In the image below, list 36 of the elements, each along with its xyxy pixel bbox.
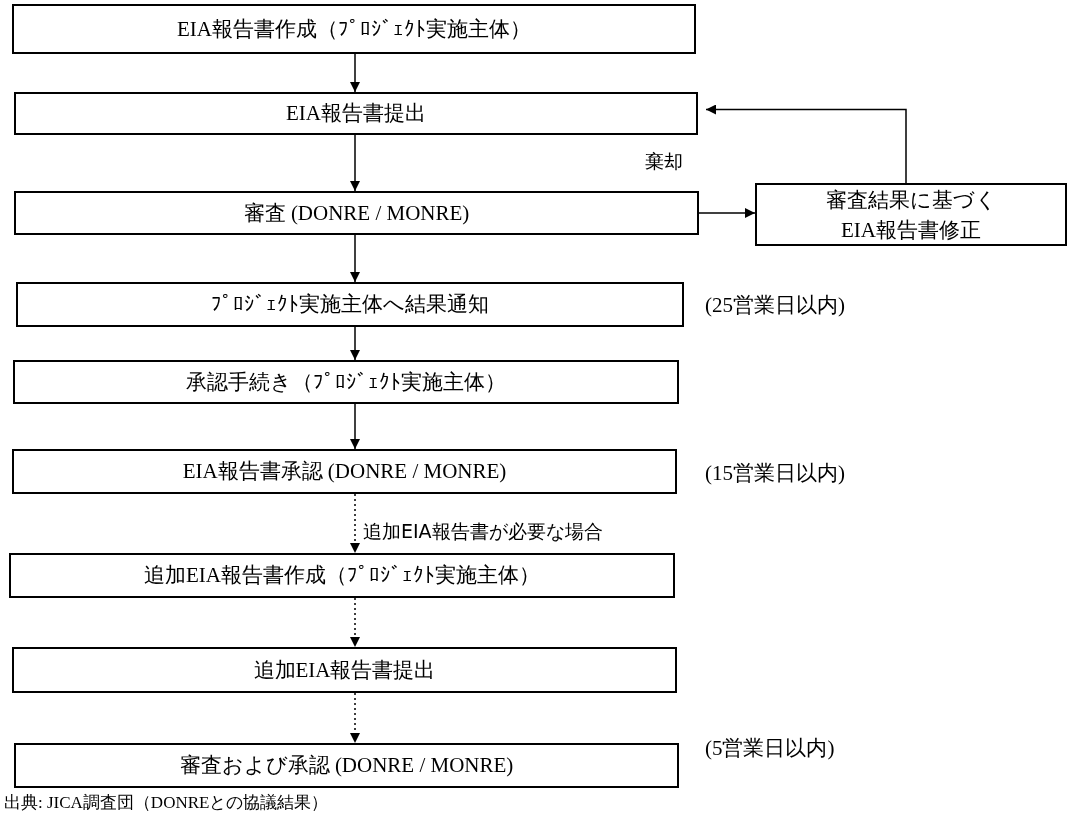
edge-label: 棄却 — [645, 150, 683, 174]
box-text: 審査および承認 (DONRE / MONRE) — [179, 752, 514, 779]
process-box — [14, 743, 679, 788]
edge-label: 追加EIA報告書が必要な場合 — [363, 520, 603, 544]
process-box — [12, 647, 677, 693]
box-text: 承認手続き（ﾌﾟﾛｼﾞｪｸﾄ実施主体） — [186, 368, 506, 396]
box-text: 追加EIA報告書作成（ﾌﾟﾛｼﾞｪｸﾄ実施主体） — [144, 562, 540, 589]
arrow — [350, 597, 360, 648]
box-text: ﾌﾟﾛｼﾞｪｸﾄ実施主体へ結果通知 — [211, 291, 489, 318]
source-caption: 出典: JICA調査団（DONREとの協議結果） — [4, 792, 329, 814]
duration-note: (15営業日以内) — [705, 460, 845, 487]
process-box — [755, 183, 1067, 246]
box-text: EIA報告書提出 — [286, 100, 426, 127]
box-text: EIA報告書作成（ﾌﾟﾛｼﾞｪｸﾄ実施主体） — [177, 15, 531, 43]
arrow — [350, 403, 360, 450]
box-text: 審査結果に基づくEIA報告書修正 — [824, 186, 998, 244]
arrow — [350, 326, 360, 361]
process-box — [12, 449, 677, 494]
arrow — [350, 134, 360, 192]
duration-note: (5営業日以内) — [705, 735, 835, 762]
box-text: 審査 (DONRE / MONRE) — [243, 199, 470, 227]
process-box — [12, 4, 696, 54]
box-text: 追加EIA報告書提出 — [253, 656, 436, 684]
process-box — [14, 92, 698, 135]
arrow — [705, 104, 907, 184]
arrow — [350, 493, 360, 554]
arrow — [698, 208, 756, 218]
process-box — [16, 282, 684, 327]
process-box — [13, 360, 679, 404]
process-box — [14, 191, 699, 235]
arrow — [350, 234, 360, 283]
box-text: EIA報告書承認 (DONRE / MONRE) — [182, 458, 507, 485]
arrow — [350, 53, 360, 93]
duration-note: (25営業日以内) — [705, 292, 845, 319]
process-box — [9, 553, 675, 598]
arrow — [350, 692, 360, 744]
